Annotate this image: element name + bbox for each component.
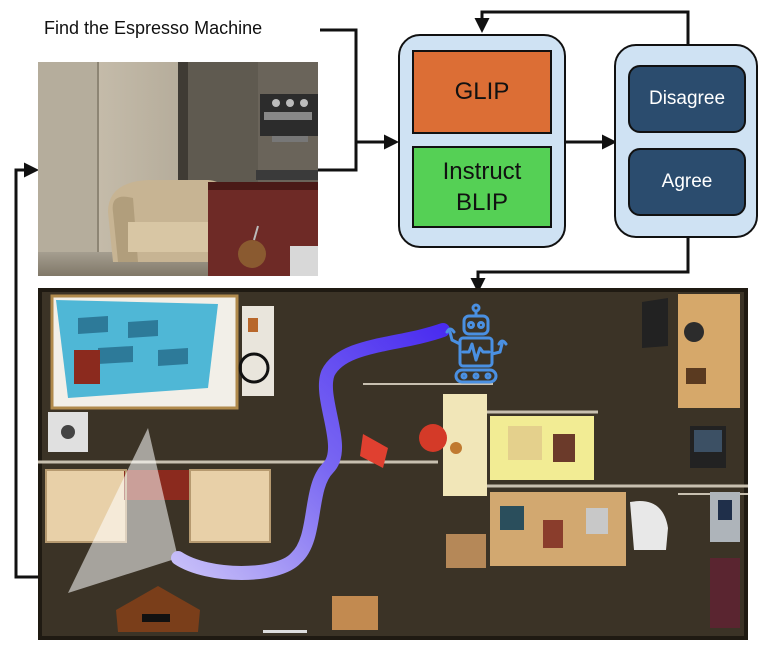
scene-view-image: [38, 62, 318, 276]
instruct-blip-block: Instruct BLIP: [412, 146, 552, 228]
glip-block: GLIP: [412, 50, 552, 134]
robot-icon: [445, 303, 508, 384]
glip-label: GLIP: [454, 78, 510, 105]
disagree-block: Disagree: [628, 65, 746, 133]
agree-to-map-arrow: [470, 236, 690, 293]
agree-label: Agree: [661, 171, 713, 192]
agree-block: Agree: [628, 148, 746, 216]
robot-trajectory-path: [171, 323, 450, 580]
instruction-to-models-arrow: [320, 28, 399, 150]
disagree-label: Disagree: [648, 88, 726, 109]
top-down-map: [38, 288, 748, 640]
disagree-feedback-arrow: [474, 10, 690, 44]
instruct-blip-label-line2: BLIP: [455, 189, 508, 216]
instruction-text: Find the Espresso Machine: [44, 18, 263, 38]
instruct-blip-label-line1: Instruct: [442, 157, 522, 185]
image-to-models-arrow: [318, 142, 358, 172]
